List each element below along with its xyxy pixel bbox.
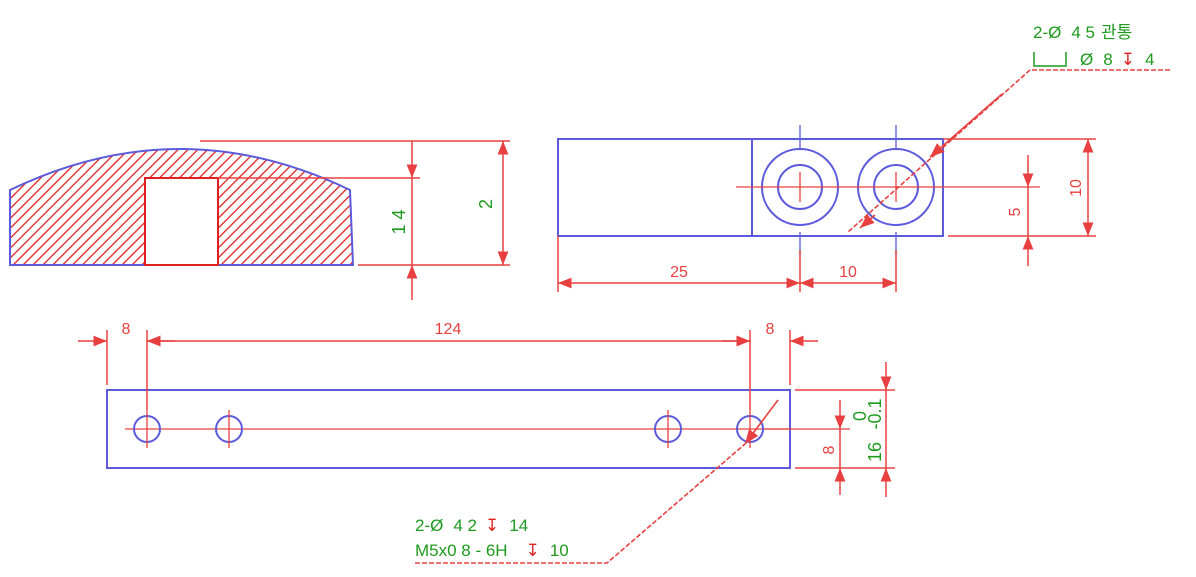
section-outline <box>9 148 355 266</box>
dim-2-label: 2 <box>476 199 496 209</box>
dim-8-height-label: 8 <box>821 445 838 454</box>
dim-16-upper-tol: 0 <box>850 411 870 421</box>
section-slot <box>144 177 219 266</box>
callout-qty: 2-Ø <box>1033 23 1061 42</box>
depth-symbol: ↧ <box>1121 50 1135 69</box>
svg-text:2-Ø4 2↧14: 2-Ø4 2↧14 <box>415 516 528 535</box>
dim-16-nominal: 16 <box>865 442 885 462</box>
depth-symbol: ↧ <box>485 516 499 535</box>
dim-25-label: 25 <box>670 264 688 281</box>
callout-leader <box>847 69 1170 233</box>
dim-10-right-label: 10 <box>1068 179 1085 197</box>
dim-8-right-label: 8 <box>766 321 775 338</box>
dim-8-left-label: 8 <box>122 321 131 338</box>
front-section-view: 1 4 2 <box>9 140 510 300</box>
svg-text:M5x0 8 - 6H↧10: M5x0 8 - 6H↧10 <box>415 541 569 560</box>
dim-10-bottom-label: 10 <box>839 264 857 281</box>
dim-124-label: 124 <box>435 321 462 338</box>
dim-5-label: 5 <box>1007 207 1024 216</box>
dim-14-label: 1 4 <box>389 209 409 234</box>
callout-leader <box>415 443 746 564</box>
svg-text:2-Ø4 5관통: 2-Ø4 5관통 <box>1033 23 1132 42</box>
depth-symbol: ↧ <box>526 541 540 560</box>
svg-text:Ø8↧4: Ø8↧4 <box>1080 50 1154 69</box>
dim-16-lower-tol: -0.1 <box>865 398 885 429</box>
